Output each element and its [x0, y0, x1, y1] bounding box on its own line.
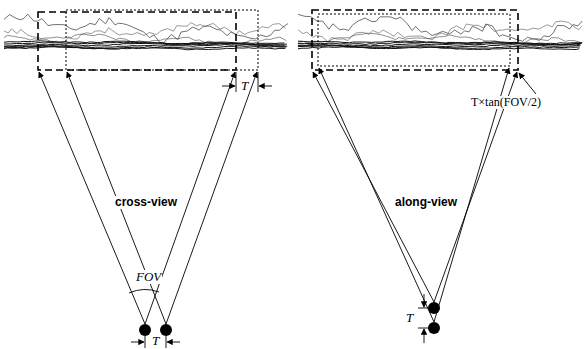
mountain-range	[4, 14, 582, 50]
footprint-dotted	[318, 14, 510, 66]
dimension-label: T×tan(FOV/2)	[470, 96, 542, 109]
view-label: cross-view	[114, 196, 178, 209]
dimension-label: T	[405, 311, 414, 325]
camera	[428, 322, 440, 334]
dimension-label: T	[151, 334, 160, 348]
camera	[160, 324, 172, 336]
angle-label: FOV	[135, 270, 162, 284]
dimension-label: T	[240, 79, 249, 93]
view-rays	[39, 72, 272, 348]
camera	[139, 324, 151, 336]
view-rays	[313, 68, 536, 343]
footprint-dashed	[312, 10, 518, 70]
view-label: along-view	[394, 196, 458, 209]
footprint-dotted	[66, 10, 258, 70]
footprint-dashed	[38, 12, 236, 70]
camera	[428, 302, 440, 314]
